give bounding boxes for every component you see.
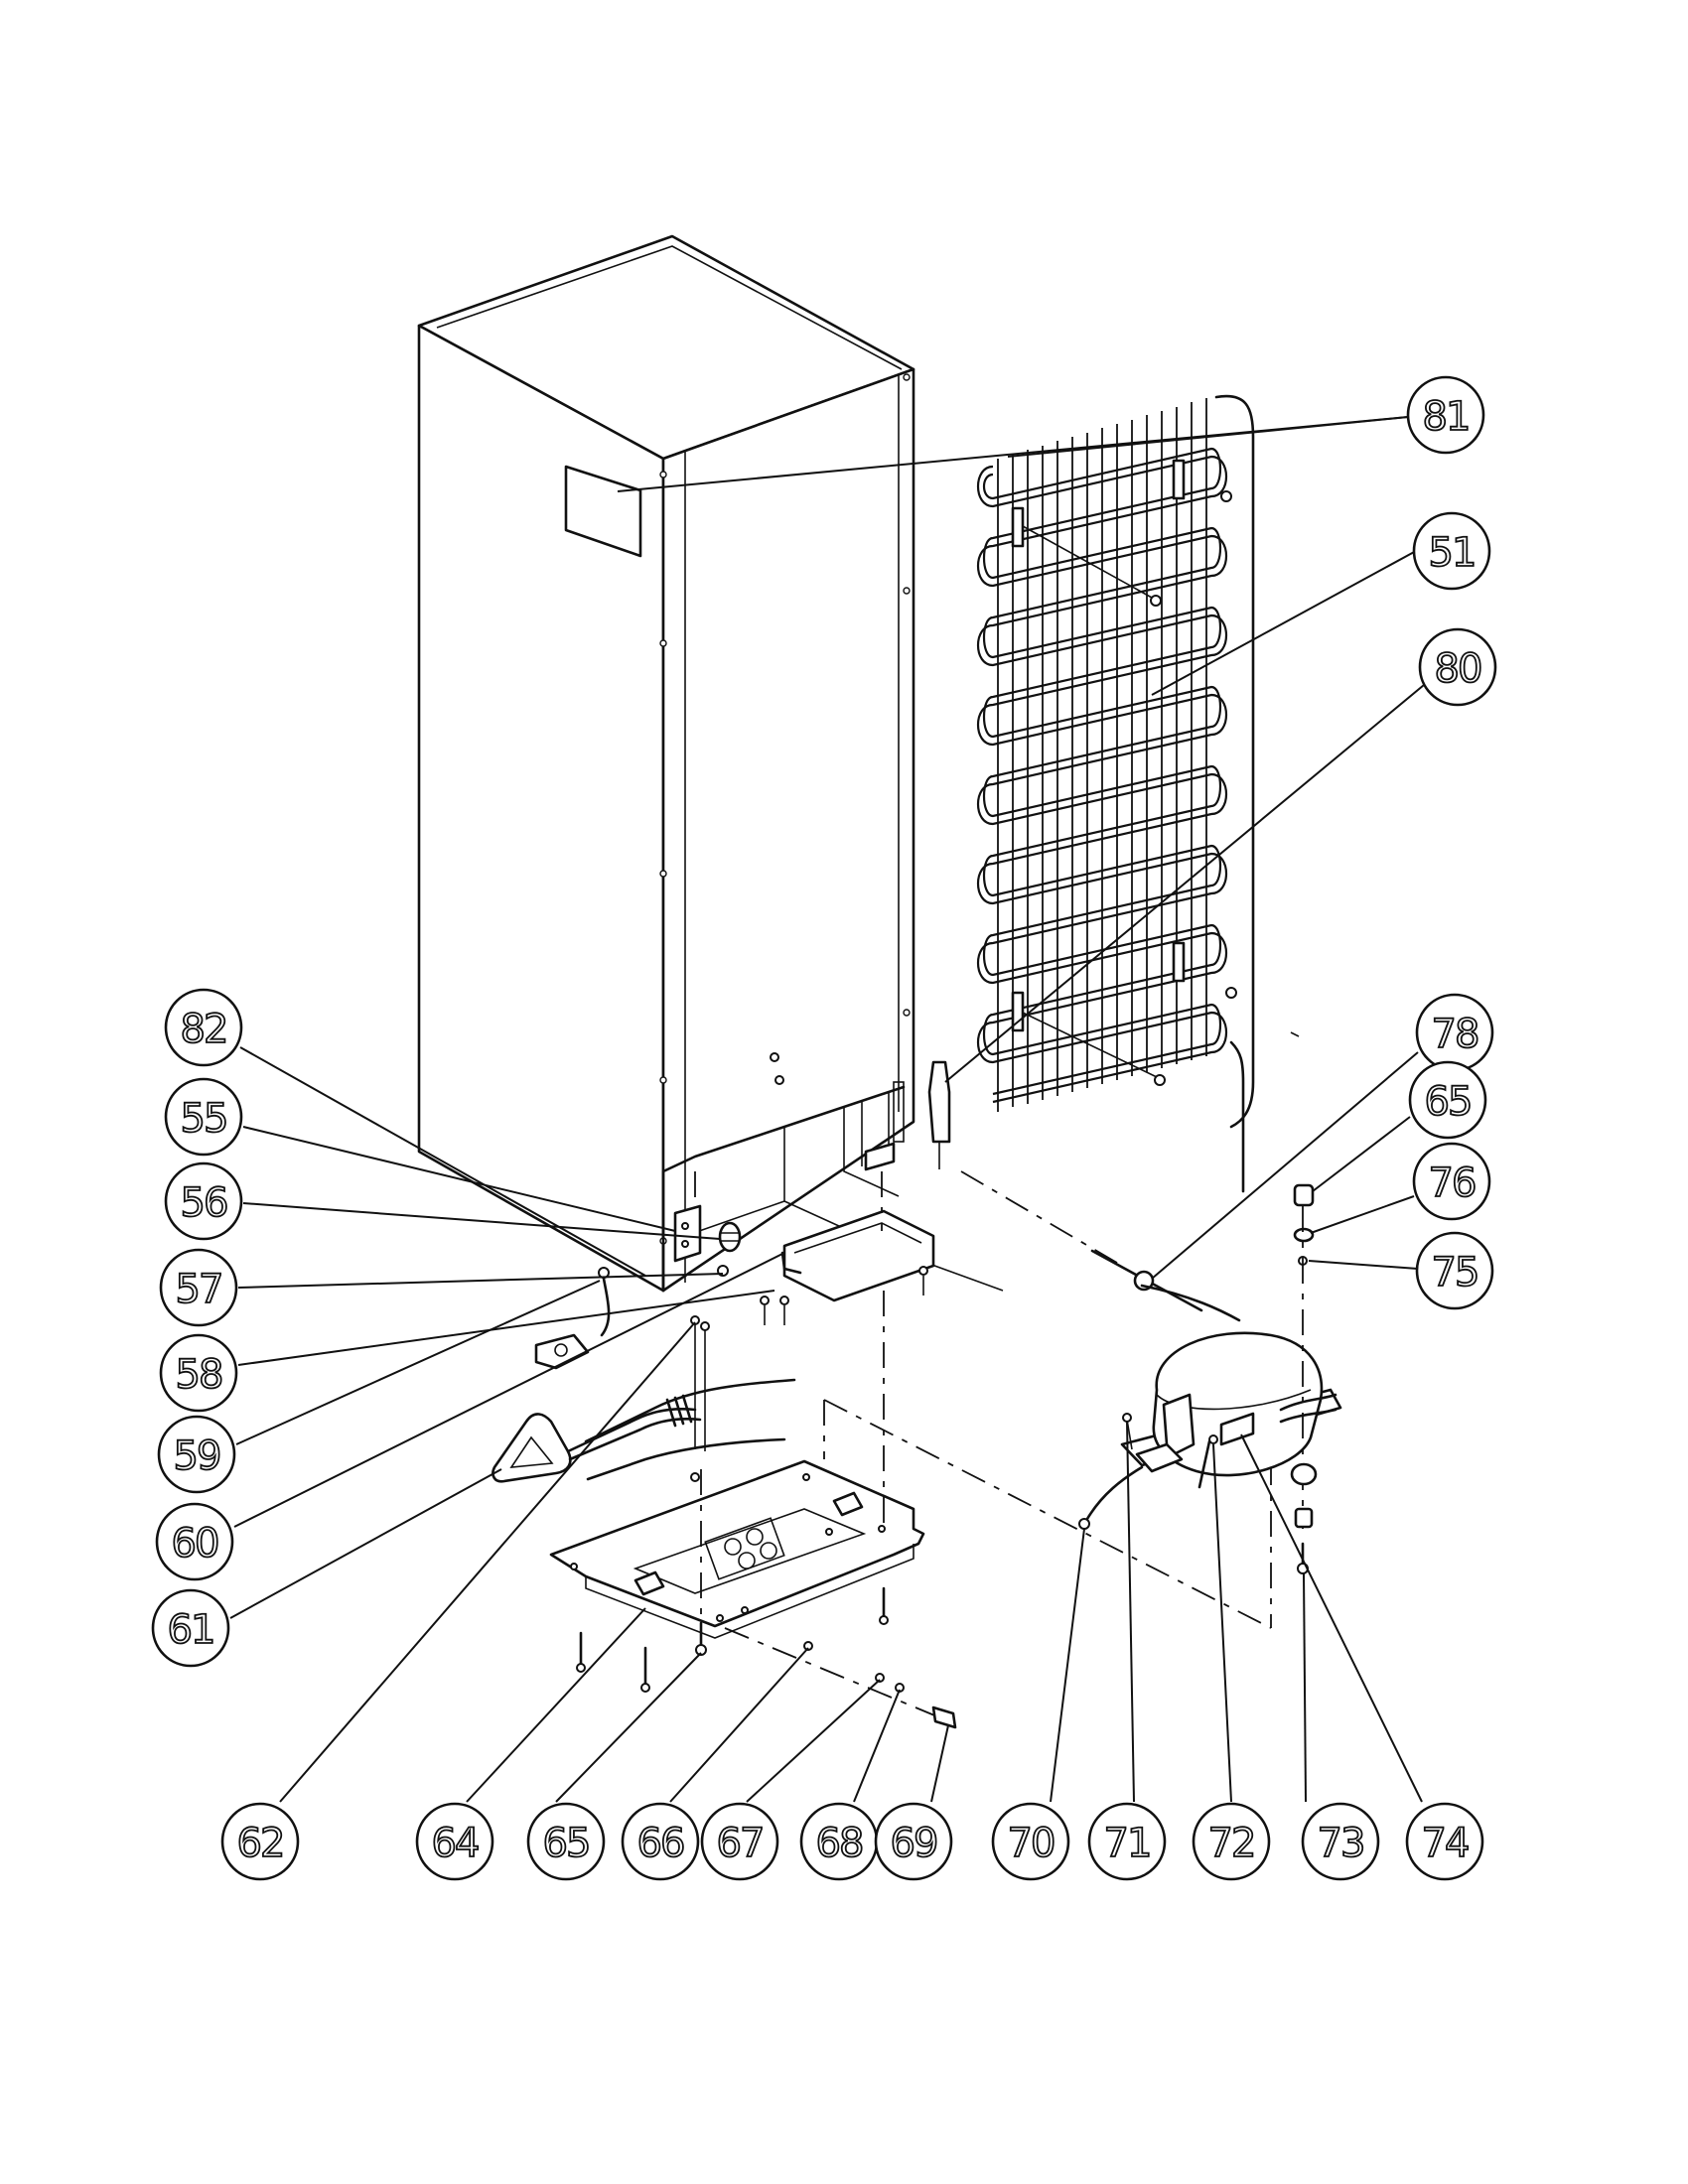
power-cord (534, 1267, 611, 1370)
callout-label: 64 (432, 1821, 479, 1866)
callout-label: 82 (181, 1007, 227, 1052)
callout-label: 74 (1422, 1821, 1469, 1866)
plug (492, 1315, 796, 1483)
callout-label: 66 (637, 1821, 684, 1866)
callout-label: 69 (891, 1821, 937, 1866)
callout-label: 72 (1208, 1821, 1255, 1866)
callout-71: 71 (1087, 1802, 1167, 1881)
callout-72: 72 (1192, 1802, 1271, 1881)
callout-82: 82 (164, 988, 243, 1067)
leader-lines (229, 416, 1425, 1803)
callout-label: 68 (816, 1821, 863, 1866)
callout-label: 71 (1104, 1821, 1151, 1866)
grommets-washers (724, 1627, 964, 1729)
drain-tray (780, 1142, 935, 1302)
callout-75: 75 (1415, 1231, 1494, 1310)
callout-label: 55 (181, 1096, 227, 1142)
callout-label: 65 (1425, 1079, 1472, 1125)
base-plate (549, 1459, 925, 1639)
callout-76: 76 (1412, 1142, 1491, 1221)
callout-label: 80 (1435, 646, 1481, 692)
callout-label: 51 (1429, 530, 1476, 576)
callout-label: 65 (543, 1821, 590, 1866)
callout-66: 66 (621, 1802, 700, 1881)
base-screws (576, 1291, 889, 1693)
relay-box (673, 1171, 742, 1277)
callout-label: 81 (1423, 394, 1470, 440)
callout-label: 67 (717, 1821, 764, 1866)
callout-65-right: 65 (1408, 1060, 1487, 1140)
callout-80: 80 (1418, 627, 1497, 707)
callout-73: 73 (1301, 1802, 1380, 1881)
tray-screws (760, 1266, 928, 1325)
callout-label: 60 (172, 1521, 218, 1567)
callout-61: 61 (151, 1588, 230, 1668)
callout-label: 57 (176, 1267, 222, 1312)
callout-label: 76 (1429, 1160, 1476, 1206)
callout-label: 59 (174, 1433, 220, 1479)
callout-label: 56 (181, 1180, 227, 1226)
callout-78: 78 (1415, 993, 1494, 1072)
callout-62: 62 (220, 1802, 300, 1881)
filter-drier (927, 1060, 951, 1169)
callout-label: 75 (1432, 1250, 1478, 1296)
callout-69: 69 (874, 1802, 953, 1881)
condenser-coil (977, 394, 1300, 1193)
callout-64: 64 (415, 1802, 494, 1881)
cabinet (417, 234, 1004, 1293)
callout-55: 55 (164, 1077, 243, 1157)
capillary-tube (960, 1170, 1241, 1322)
callout-label: 70 (1008, 1821, 1055, 1866)
callout-60: 60 (155, 1502, 234, 1581)
callout-58: 58 (159, 1333, 238, 1413)
compressor (823, 1183, 1342, 1629)
callout-56: 56 (164, 1161, 243, 1241)
callout-51: 51 (1412, 511, 1491, 591)
callout-68: 68 (799, 1802, 879, 1881)
callout-65-bottom: 65 (526, 1802, 606, 1881)
callout-59: 59 (157, 1415, 236, 1494)
callout-67: 67 (700, 1802, 779, 1881)
callout-label: 61 (168, 1607, 214, 1653)
callout-label: 62 (237, 1821, 284, 1866)
callout-70: 70 (991, 1802, 1070, 1881)
callout-74: 74 (1405, 1802, 1484, 1881)
callout-57: 57 (159, 1248, 238, 1327)
callout-label: 58 (176, 1352, 222, 1398)
callout-label: 73 (1318, 1821, 1364, 1866)
callout-81: 81 (1406, 375, 1485, 455)
callout-label: 78 (1432, 1012, 1478, 1057)
